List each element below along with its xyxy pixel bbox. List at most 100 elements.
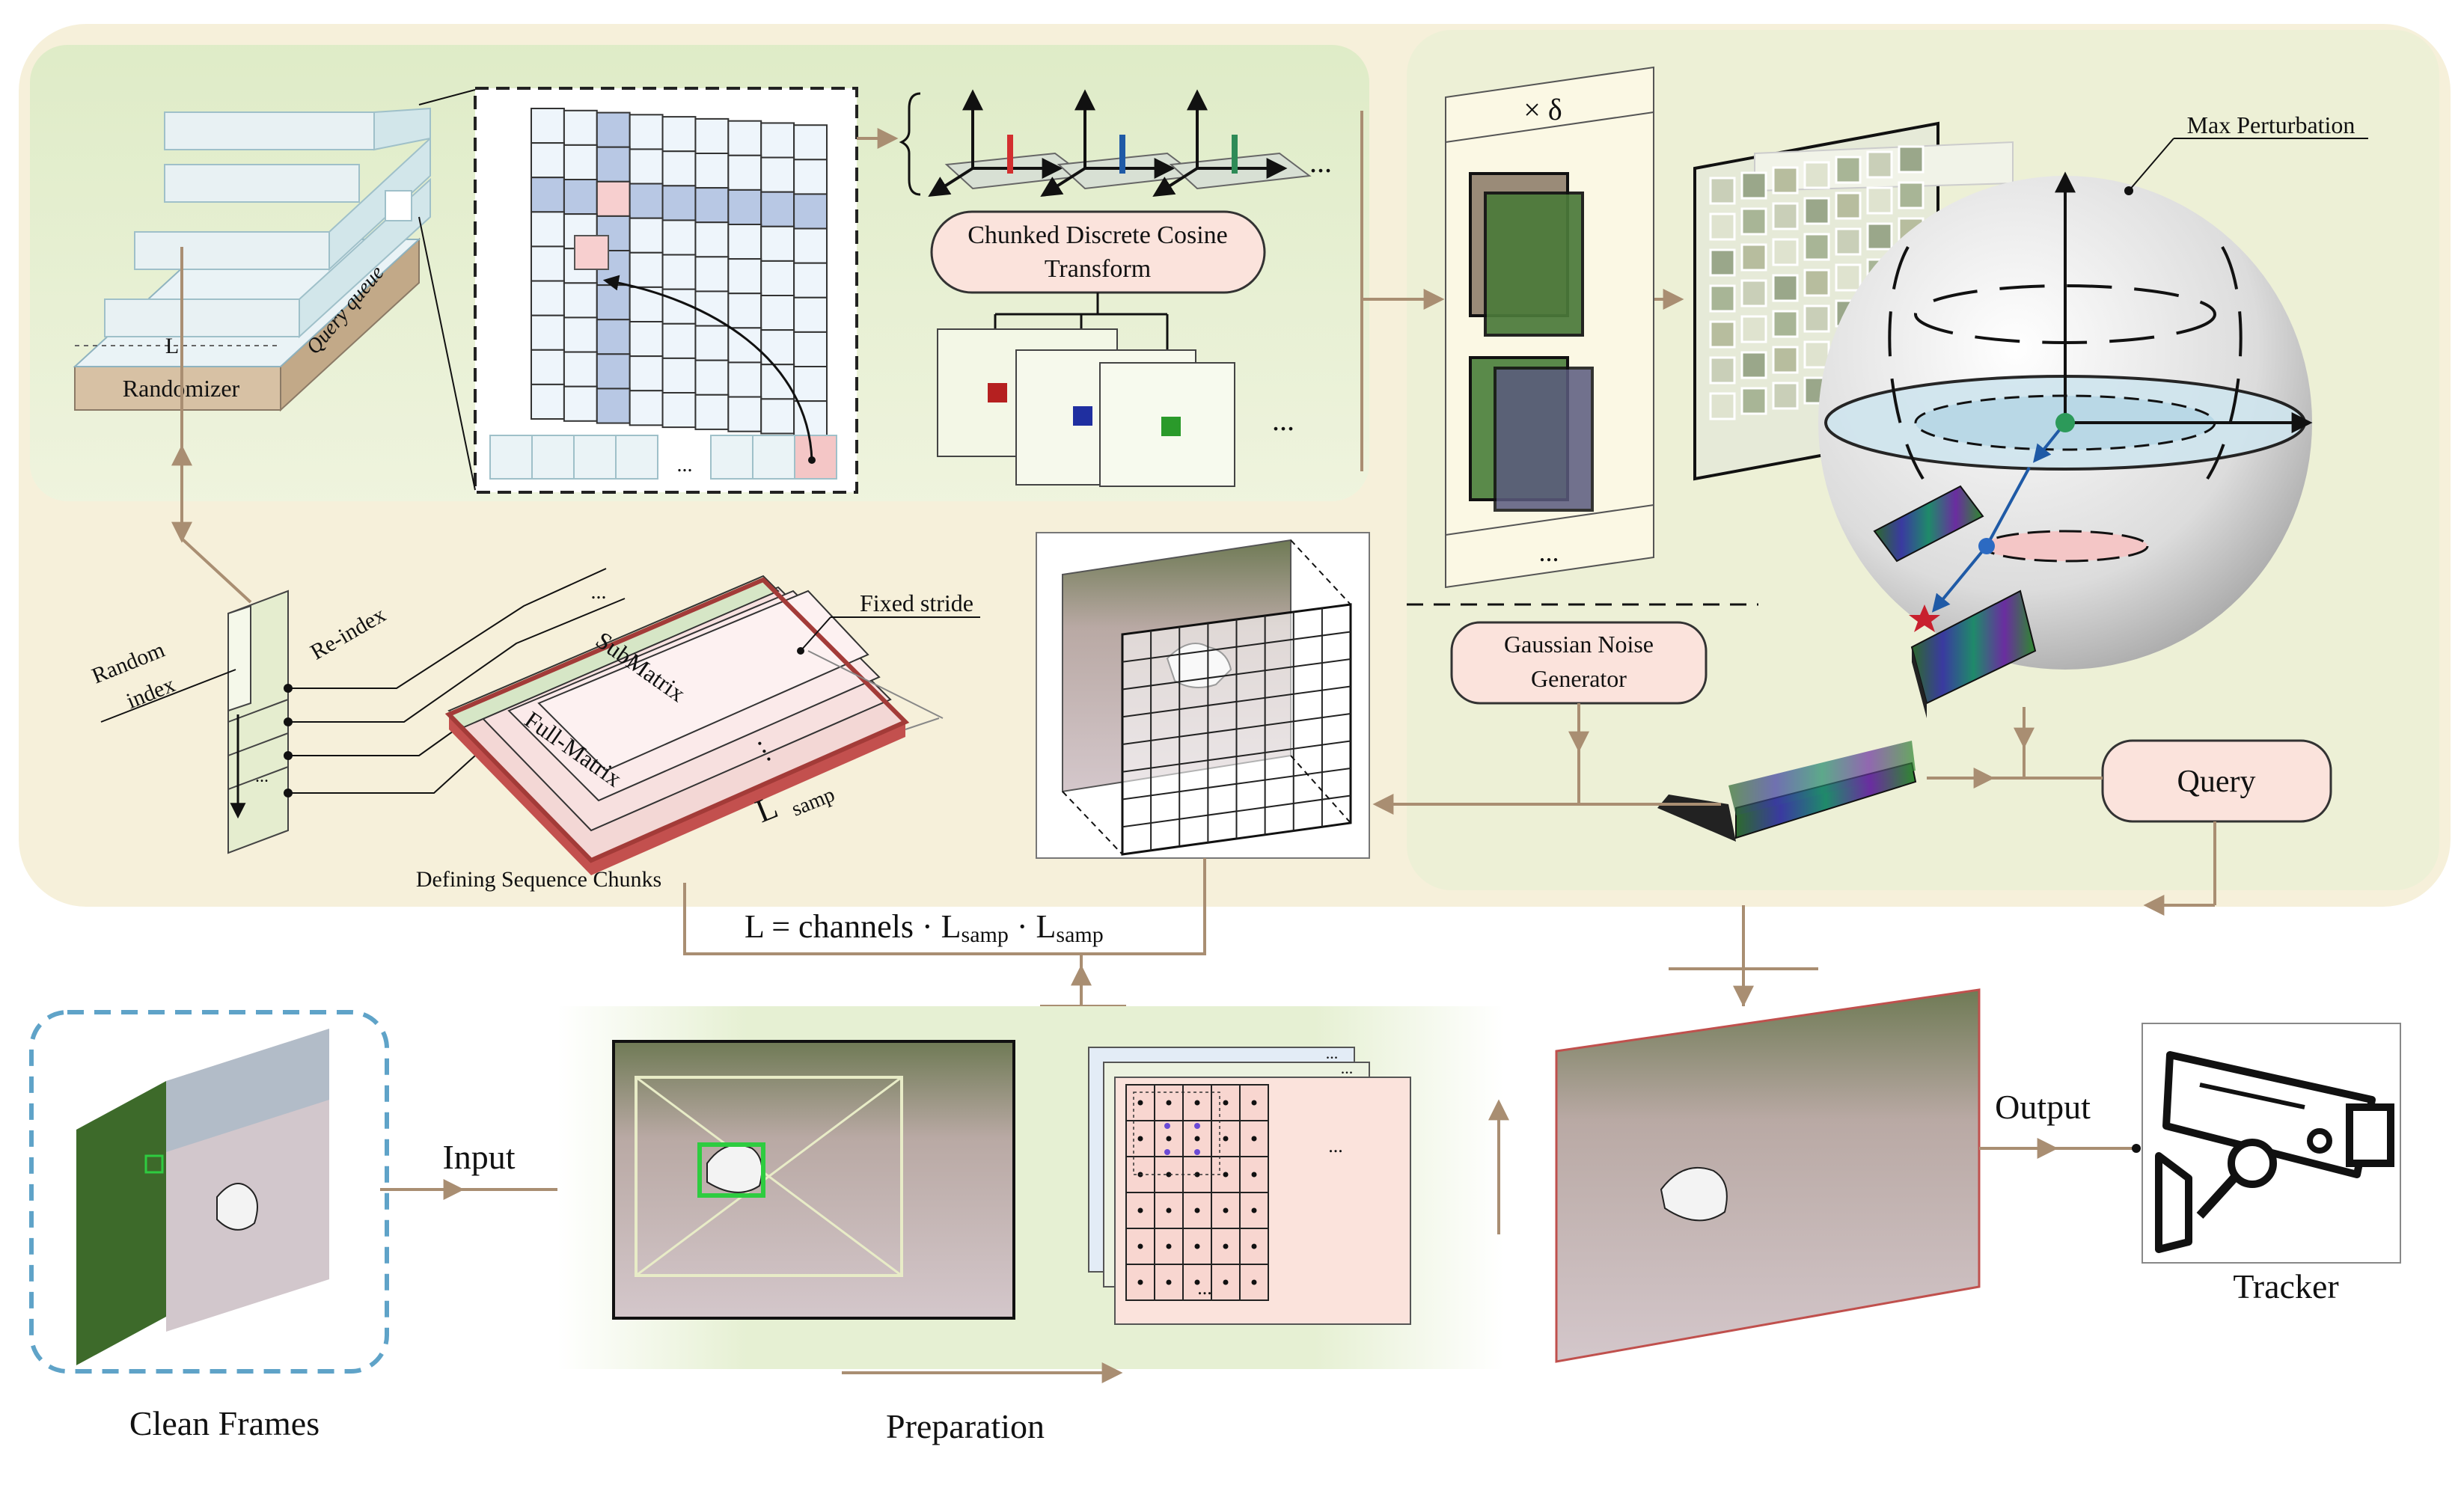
zoom-grid-cell [531, 108, 565, 144]
prep-grid-cell [1182, 1264, 1212, 1301]
clean-frames-label: Clean Frames [129, 1404, 320, 1442]
cube-grid-line [1122, 685, 1351, 718]
perturbation-cell [1803, 161, 1830, 189]
prep-sample-dot [1194, 1123, 1200, 1129]
prep-ellipsis-bottom: ... [1197, 1277, 1212, 1299]
zoom-grid-cell [727, 189, 762, 225]
zoom-grid-cell [661, 357, 697, 394]
zoom-grid-cell [793, 124, 828, 161]
input-arrow: Input [380, 1138, 563, 1212]
zoom-grid-cell [596, 180, 631, 217]
prep-grid-dot [1166, 1279, 1172, 1285]
prep-grid-dot [1251, 1172, 1257, 1178]
perturbation-cell [1835, 192, 1862, 220]
prep-grid-dot [1251, 1136, 1257, 1142]
zoom-grid-cell [629, 114, 664, 150]
zoom-grid-cell [596, 284, 631, 321]
zoom-grid-cell [793, 366, 828, 402]
prep-grid-dot [1137, 1243, 1143, 1249]
prep-grid-dot [1137, 1100, 1143, 1106]
cube-grid-line [1122, 658, 1351, 691]
prep-grid-dot [1194, 1172, 1200, 1178]
axes-y [1040, 167, 1086, 198]
zoom-grid-cell [760, 398, 795, 435]
zoom-grid-cell [694, 290, 730, 327]
times-delta-label: × δ [1523, 93, 1562, 126]
perturbation-cell [1866, 186, 1893, 215]
cube-grid-line [1122, 768, 1351, 800]
zoom-grid-cell [661, 254, 697, 290]
zoom-grid-cell [694, 359, 730, 396]
prep-ellipsis-right: ... [1328, 1135, 1343, 1157]
zoom-grid-cell [694, 394, 730, 430]
perturbation-cell [1803, 340, 1830, 369]
top-connectors [1360, 111, 1684, 471]
perturbation-cell [1803, 269, 1830, 297]
zoom-grid-cell [760, 329, 795, 366]
zoom-grid-cell [760, 295, 795, 331]
gaussian-line1: Gaussian Noise [1504, 631, 1654, 658]
output-arrow: Output [1979, 1088, 2141, 1159]
perturbation-cell [1898, 145, 1925, 174]
zoom-grid-cell [629, 217, 664, 254]
delta-ellipsis: ... [1539, 537, 1559, 567]
zoom-grid-cell [563, 351, 598, 388]
zoom-grid-cell [793, 331, 828, 367]
zoom-grid-cell [793, 159, 828, 195]
gaussian-noise-generator: Gaussian Noise Generator [1450, 621, 1708, 705]
zoom-grid-cell [727, 258, 762, 295]
cube-grid-line [1122, 631, 1351, 663]
prep-sample-dot [1194, 1149, 1200, 1155]
prep-grid-dot [1223, 1243, 1229, 1249]
perturbation-cell [1866, 150, 1893, 179]
zoom-grid-cell [727, 361, 762, 398]
tracker-camera-icon [2142, 1023, 2401, 1264]
zoom-grid-cell [694, 221, 730, 258]
zoom-grid-cell [596, 388, 631, 424]
zoom-grid-cell [629, 251, 664, 288]
perturbation-cell [1772, 310, 1799, 338]
zoom-grid-cell [793, 193, 828, 230]
prep-grid-dot [1194, 1136, 1200, 1142]
zoom-grid-cell [694, 325, 730, 361]
prep-grid-dot [1223, 1100, 1229, 1106]
prep-grid-dot [1166, 1100, 1172, 1106]
prep-grid-dot [1223, 1136, 1229, 1142]
perturbation-cell [1709, 392, 1736, 420]
zoom-grid-cell [531, 383, 565, 420]
dct-line1: Chunked Discrete Cosine [967, 221, 1228, 249]
zoom-grid-cell [694, 187, 730, 224]
perturbation-cell [1709, 356, 1736, 385]
video-cube [1036, 532, 1370, 859]
max-perturbation-label: Max Perturbation [2187, 111, 2356, 138]
prep-grid-dot [1251, 1243, 1257, 1249]
prep-frame [612, 1040, 1015, 1320]
input-label: Input [442, 1138, 515, 1176]
prep-sample-dot [1164, 1149, 1170, 1155]
L-label: L [165, 334, 179, 358]
zoom-grid-cell [760, 156, 795, 193]
perturbation-cell [1740, 207, 1767, 236]
perturbation-cell [1803, 233, 1830, 261]
formula-L-eq: L = channels · Lsamp · Lsamp [745, 908, 1104, 947]
zoom-matrix: ... [418, 87, 858, 494]
zoom-grid-cell [596, 146, 631, 183]
zoom-grid-cell [563, 144, 598, 180]
prep-grid-dot [1194, 1243, 1200, 1249]
perturbation-cell [1772, 202, 1799, 230]
dct-pill: Chunked Discrete Cosine Transform [930, 210, 1266, 359]
perturbation-cell [1740, 351, 1767, 379]
zoom-grid-cell [629, 321, 664, 358]
zoom-highlight-cube [574, 235, 609, 270]
prep-grid-dot [1166, 1243, 1172, 1249]
prep-grid-dot [1223, 1279, 1229, 1285]
zoom-grid-cell [727, 120, 762, 156]
query-label: Query [2177, 765, 2256, 799]
zoom-grid-cell [727, 293, 762, 329]
prep-grid-dot [1223, 1172, 1229, 1178]
perturbation-cell [1772, 274, 1799, 302]
zoom-grid-cell [694, 256, 730, 293]
zoom-grid-cell [563, 316, 598, 353]
zoom-grid-cell [563, 179, 598, 215]
